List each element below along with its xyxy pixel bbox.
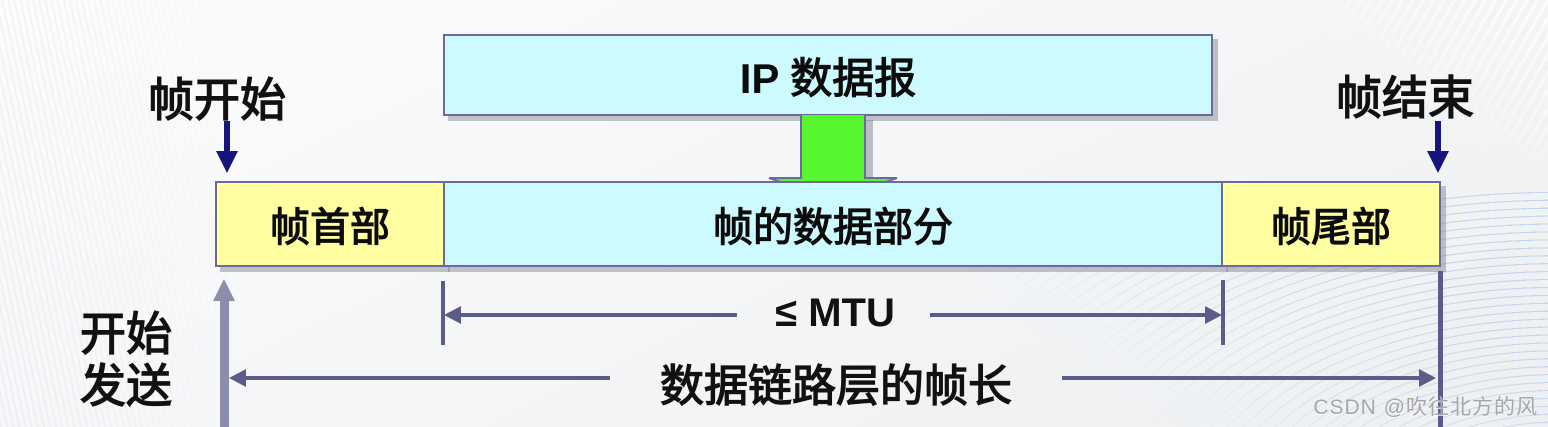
frame-end-vertical-line xyxy=(1438,271,1443,427)
csdn-watermark: CSDN @吹往北方的风 xyxy=(1313,396,1538,419)
ip-datagram-box: IP 数据报 xyxy=(443,34,1213,116)
frame-length-right-arrowhead-icon xyxy=(1419,369,1436,387)
frame-start-label: 帧开始 xyxy=(148,74,286,126)
frame-trailer-box: 帧尾部 xyxy=(1221,181,1441,267)
ip-datagram-label: IP 数据报 xyxy=(739,54,917,102)
mtu-right-tick xyxy=(1221,280,1225,345)
frame-header-label: 帧首部 xyxy=(270,206,390,250)
frame-data-box: 帧的数据部分 xyxy=(443,181,1223,267)
frame-end-label: 帧结束 xyxy=(1336,72,1474,124)
mtu-left-arrowhead-icon xyxy=(444,306,461,324)
start-sending-up-arrow-icon xyxy=(213,279,235,301)
frame-length-line-right xyxy=(1062,376,1422,380)
frame-header-box: 帧首部 xyxy=(215,181,445,267)
frame-length-line-left xyxy=(242,376,610,380)
start-sending-line1: 开始 xyxy=(80,308,172,360)
mtu-right-arrowhead-icon xyxy=(1205,306,1222,324)
frame-trailer-label: 帧尾部 xyxy=(1271,206,1391,250)
start-sending-arrow-shaft xyxy=(220,299,229,427)
start-sending-label: 开始 发送 xyxy=(80,308,172,412)
mtu-line-right xyxy=(930,313,1208,317)
frame-data-label: 帧的数据部分 xyxy=(713,206,953,250)
frame-start-down-arrow-icon xyxy=(216,121,238,173)
mtu-left-tick xyxy=(441,281,445,345)
mtu-label: ≤ MTU xyxy=(775,291,895,335)
start-sending-line2: 发送 xyxy=(80,360,172,412)
frame-length-label: 数据链路层的帧长 xyxy=(660,362,1012,411)
frame-end-down-arrow-icon xyxy=(1427,121,1449,173)
mtu-line-left xyxy=(458,313,737,317)
frame-length-left-arrowhead-icon xyxy=(229,369,246,387)
left-fan-pattern xyxy=(0,0,250,427)
